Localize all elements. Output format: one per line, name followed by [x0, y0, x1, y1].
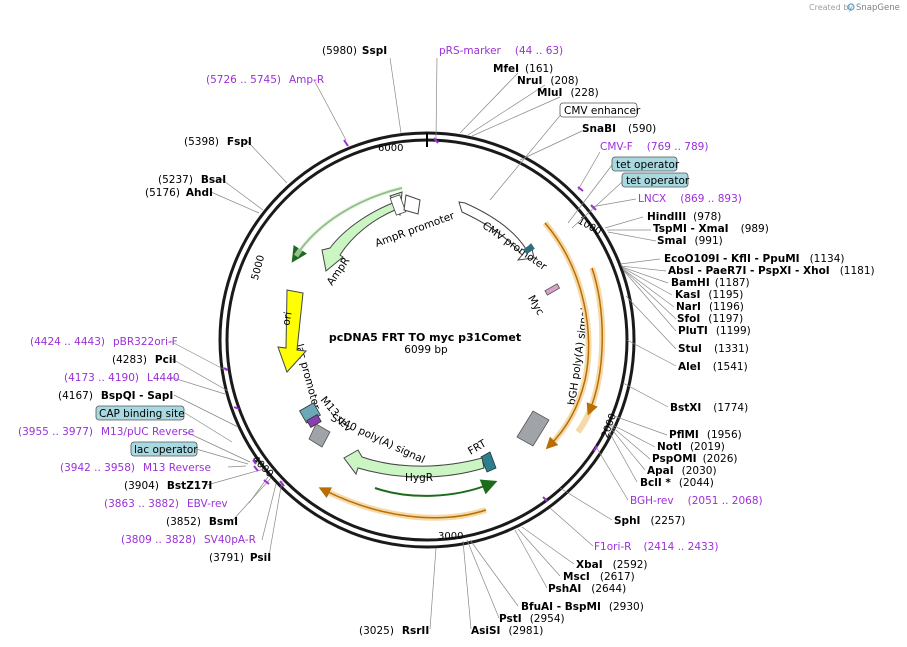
lac-operator-label: lac operator — [134, 444, 198, 456]
tet-operator-box-1 — [611, 156, 678, 172]
cmv-enhancer-box — [559, 102, 638, 118]
site-fspi: (5398)FspI — [184, 136, 252, 148]
site-bsai: (5237)BsaI — [158, 174, 226, 186]
primer-amp-r: (5726 .. 5745)Amp-R — [206, 74, 324, 86]
site-psii: (3791)PsiI — [209, 552, 271, 564]
site-ahdi: (5176)AhdI — [145, 187, 213, 199]
site-bcli: BclI *(2044) — [640, 477, 714, 489]
primer-cmv-f: CMV-F(769 .. 789) — [600, 141, 708, 153]
ampr-promoter-label: AmpR promoter — [374, 210, 457, 250]
site-rsrii: (3025)RsrII — [359, 625, 429, 637]
primer-labels: pRS-marker(44 .. 63) (5726 .. 5745)Amp-R… — [18, 45, 763, 553]
hygr-label: HygR — [405, 472, 433, 484]
site-msci: MscI(2617) — [563, 571, 635, 583]
primer-marks — [223, 137, 598, 502]
credit-brand: SnapGene — [856, 3, 900, 13]
site-alei: AleI(1541) — [678, 361, 748, 373]
site-pcii: (4283)PciI — [112, 354, 176, 366]
ori-label: ori — [280, 311, 294, 327]
cmv-promoter-label: CMV promoter — [480, 220, 549, 274]
site-labels: (5980)SspI MfeI(161) NruI(208) MluI(228)… — [58, 45, 875, 637]
snapgene-logo-icon — [847, 3, 855, 11]
tet-operator-label-1: tet operator — [616, 159, 680, 171]
hygr-arrow — [343, 449, 485, 478]
cmv-promoter-arrow — [458, 201, 535, 261]
tick-6000: 6000 — [378, 143, 403, 154]
tet-operator-box-2 — [621, 172, 689, 188]
primer-f1ori-r: F1ori-R(2414 .. 2433) — [594, 541, 718, 553]
sv40-box — [308, 423, 331, 448]
site-mlui: MluI(228) — [537, 87, 599, 99]
site-pluti: PluTI(1199) — [678, 325, 751, 337]
myc-tag — [544, 283, 561, 296]
site-tspmi-xmai: TspMI - XmaI(989) — [653, 223, 769, 235]
site-nari: NarI(1196) — [676, 301, 744, 313]
site-bspqi-sapi: (4167)BspQI - SapI — [58, 390, 173, 402]
site-nrui: NruI(208) — [517, 75, 579, 87]
site-bamhi: BamHI(1187) — [671, 277, 750, 289]
primer-m13-puc-reverse: (3955 .. 3977)M13/pUC Reverse — [18, 426, 194, 438]
site-pshai: PshAI(2644) — [548, 583, 626, 595]
primer-bgh-rev: BGH-rev(2051 .. 2068) — [630, 495, 763, 507]
site-asisi: AsiSI(2981) — [471, 625, 543, 637]
leader-lines — [169, 57, 677, 630]
bgh-polya-box — [516, 410, 550, 447]
ampr-orf-glow — [293, 185, 403, 258]
primer-pbr322ori-f: (4424 .. 4443)pBR322ori-F — [30, 336, 178, 348]
site-kasi: KasI(1195) — [675, 289, 743, 301]
tet-operator-label-2: tet operator — [626, 175, 690, 187]
site-bfuai-bspmi: BfuAI - BspMI(2930) — [521, 601, 644, 613]
primer-lncx: LNCX(869 .. 893) — [638, 193, 742, 205]
site-mfei: MfeI(161) — [493, 63, 553, 75]
tick-5000: 5000 — [250, 254, 267, 281]
site-psti: PstI(2954) — [499, 613, 565, 625]
site-ecoo109i: EcoO109I - KflI - PpuMI(1134) — [664, 253, 845, 265]
primer-ebv-rev: (3863 .. 3882)EBV-rev — [104, 498, 228, 510]
lac-operator-box — [130, 441, 198, 457]
site-sspi: (5980)SspI — [322, 45, 387, 57]
orf-arc-1 — [544, 222, 590, 450]
ampr-promoter-arrow — [403, 194, 421, 215]
site-hindiii: HindIII(978) — [647, 211, 721, 223]
site-smai: SmaI(991) — [657, 235, 723, 247]
site-xbai: XbaI(2592) — [576, 559, 648, 571]
ampr-promoter-box — [389, 194, 407, 216]
site-absi-xhoi: AbsI - PaeR7I - PspXI - XhoI(1181) — [668, 265, 875, 277]
site-apai: ApaI(2030) — [647, 465, 717, 477]
myc-label: Myc — [525, 293, 546, 317]
plasmid-name: pcDNA5 FRT TO myc p31Comet — [329, 331, 521, 344]
site-sfoi: SfoI(1197) — [677, 313, 743, 325]
ori-arrow — [277, 289, 308, 373]
orf-arc-3 — [318, 487, 487, 519]
primer-sv40pa-r: (3809 .. 3828)SV40pA-R — [121, 534, 256, 546]
site-pflmi: PflMI(1956) — [669, 429, 742, 441]
plasmid-size: 6099 bp — [404, 344, 448, 356]
cap-binding-site-box — [95, 405, 185, 421]
site-sphi: SphI(2257) — [614, 515, 685, 527]
orf-arc-2 — [586, 267, 603, 416]
primer-l4440: (4173 .. 4190)L4440 — [64, 372, 180, 384]
site-pspomi: PspOMI(2026) — [652, 453, 737, 465]
site-bsmi: (3852)BsmI — [166, 516, 238, 528]
cmv-enhancer-label: CMV enhancer — [564, 105, 641, 117]
hygr-orf-arrow — [374, 479, 498, 497]
m13-rev-mark — [306, 413, 322, 429]
site-noti: NotI(2019) — [657, 441, 725, 453]
site-stui: StuI(1331) — [678, 343, 749, 355]
snapgene-credit: Created by SnapGene — [809, 3, 900, 13]
primer-prs-marker: pRS-marker(44 .. 63) — [439, 45, 563, 57]
cap-binding-site-label: CAP binding site — [99, 408, 185, 420]
credit-prefix: Created by — [809, 3, 853, 12]
site-bstz17i: (3904)BstZ17I — [124, 480, 212, 492]
frt-site — [480, 451, 497, 473]
boxed-features: CMV enhancer tet operator tet operator C… — [95, 102, 690, 457]
primer-m13-reverse: (3942 .. 3958)M13 Reverse — [60, 462, 211, 474]
site-snabi: SnaBI(590) — [582, 123, 656, 135]
tet-operator-mark — [523, 243, 535, 255]
site-bstxi: BstXI(1774) — [670, 402, 748, 414]
tick-1000: 1000 — [576, 216, 604, 238]
tick-3000: 3000 — [438, 531, 463, 542]
